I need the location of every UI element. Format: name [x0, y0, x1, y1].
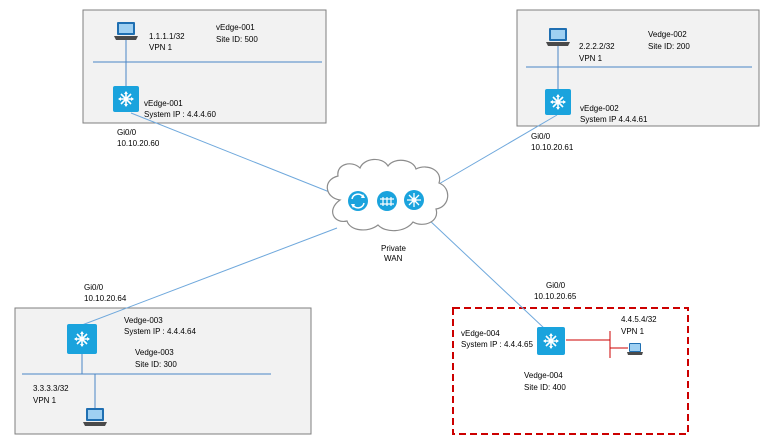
site4-iface: Gi0/0: [546, 281, 566, 290]
site3-site-name: Vedge-003: [135, 348, 174, 357]
site1-host-ip: 1.1.1.1/32: [149, 32, 185, 41]
wan-label-line2: WAN: [384, 254, 403, 263]
wan-link-site1: [130, 112, 338, 196]
laptop-icon-site4: [627, 343, 643, 355]
site4-router-name: vEdge-004: [461, 329, 500, 338]
site4-host-vpn: VPN 1: [621, 327, 645, 336]
site2-site-id: Site ID: 200: [648, 42, 690, 51]
laptop-icon-site3: [83, 408, 107, 426]
wan-link-site3: [81, 227, 338, 326]
site2-host-ip: 2.2.2.2/32: [579, 42, 615, 51]
site2-iface-ip: 10.10.20.61: [531, 143, 574, 152]
private-wan-cloud: Private WAN: [326, 158, 449, 263]
site4-host-ip: 4.4.5.4/32: [621, 315, 657, 324]
laptop-icon-site1: [114, 22, 138, 40]
site-box-vedge-003: [14, 307, 312, 435]
site4-site-name: Vedge-004: [524, 371, 563, 380]
site2-router-name: vEdge-002: [580, 104, 619, 113]
site4-iface-ip: 10.10.20.65: [534, 292, 577, 301]
site3-router-name: Vedge-003: [124, 316, 163, 325]
wan-link-site4: [427, 218, 546, 330]
site1-router-name: vEdge-001: [144, 99, 183, 108]
wan-links: [81, 112, 558, 330]
site1-iface: Gi0/0: [117, 128, 137, 137]
router-icon-vedge-001: [113, 86, 139, 112]
site1-site-name: vEdge-001: [216, 23, 255, 32]
site2-iface: Gi0/0: [531, 132, 551, 141]
site3-iface-ip: 10.10.20.64: [84, 294, 127, 303]
hub-router-icon: [404, 190, 424, 210]
site2-host-vpn: VPN 1: [579, 54, 603, 63]
wan-label-line1: Private: [381, 244, 406, 253]
site1-site-id: Site ID: 500: [216, 35, 258, 44]
site-box-vedge-004-highlight: [452, 307, 689, 435]
router-icon-vedge-002: [545, 89, 571, 115]
site2-site-name: Vedge-002: [648, 30, 687, 39]
site1-iface-ip: 10.10.20.60: [117, 139, 160, 148]
sync-icon: [348, 191, 368, 211]
router-icon-vedge-003: [67, 324, 97, 354]
site3-iface: Gi0/0: [84, 283, 104, 292]
lan-lines: [22, 40, 752, 408]
site4-system-ip: System IP : 4.4.4.65: [461, 340, 533, 349]
laptop-icon-site2: [546, 28, 570, 46]
site3-site-id: Site ID: 300: [135, 360, 177, 369]
site2-system-ip: System IP 4.4.4.61: [580, 115, 648, 124]
site3-host-vpn: VPN 1: [33, 396, 57, 405]
router-icon-vedge-004: [537, 327, 565, 355]
site1-host-vpn: VPN 1: [149, 43, 173, 52]
site4-site-id: Site ID: 400: [524, 383, 566, 392]
wan-link-site2: [431, 114, 558, 189]
switch-icon: [377, 191, 397, 211]
site3-host-ip: 3.3.3.3/32: [33, 384, 69, 393]
site1-system-ip: System IP : 4.4.4.60: [144, 110, 216, 119]
site3-system-ip: System IP : 4.4.4.64: [124, 327, 196, 336]
